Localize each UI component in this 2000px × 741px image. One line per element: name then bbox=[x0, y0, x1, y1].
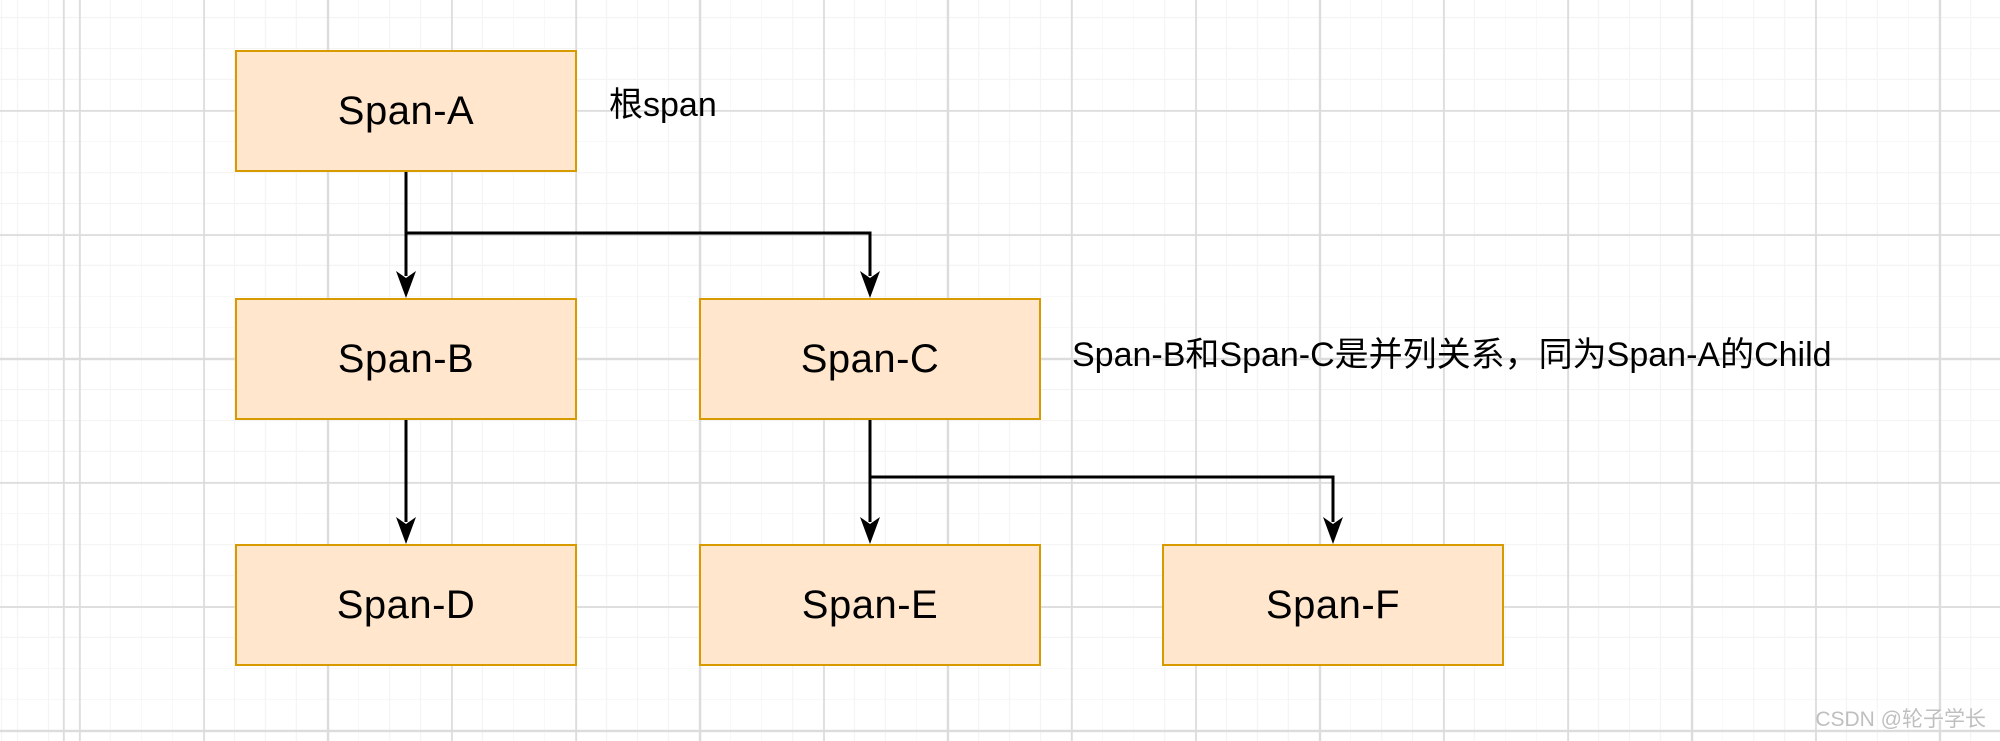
edge-span-a-to-span-c bbox=[406, 231, 880, 298]
annotation-siblings-note: Span-B和Span-C是并列关系，同为Span-A的Child bbox=[1072, 336, 1832, 374]
edge-span-b-to-span-d bbox=[396, 420, 416, 544]
node-span-a: Span-A bbox=[235, 50, 577, 172]
edge-span-c-to-span-e bbox=[860, 420, 880, 544]
edge-span-c-to-span-f bbox=[870, 475, 1343, 544]
node-label: Span-D bbox=[336, 582, 476, 627]
node-label: Span-A bbox=[337, 88, 475, 133]
annotation-root-span: 根span bbox=[609, 86, 717, 124]
node-label: Span-F bbox=[1265, 582, 1401, 627]
node-label: Span-C bbox=[800, 336, 940, 381]
node-label: Span-B bbox=[337, 336, 475, 381]
csdn-watermark: CSDN @轮子学长 bbox=[1815, 708, 1986, 731]
edge-span-a-to-span-b bbox=[396, 172, 416, 298]
node-span-d: Span-D bbox=[235, 544, 577, 666]
node-span-b: Span-B bbox=[235, 298, 577, 420]
node-label: Span-E bbox=[801, 582, 939, 627]
node-span-c: Span-C bbox=[699, 298, 1041, 420]
node-span-e: Span-E bbox=[699, 544, 1041, 666]
node-span-f: Span-F bbox=[1162, 544, 1504, 666]
